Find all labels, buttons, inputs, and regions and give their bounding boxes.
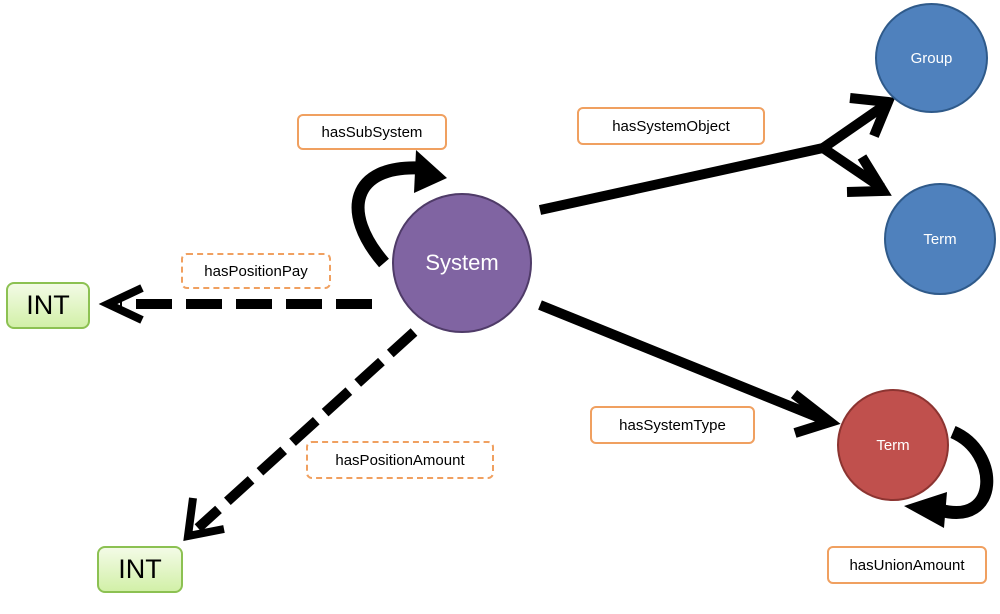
edge-has-union-amount bbox=[904, 426, 994, 528]
int-node-left-label: INT bbox=[26, 290, 70, 320]
term-node-red-label: Term bbox=[876, 436, 910, 454]
int-node-bottom-label: INT bbox=[118, 554, 162, 584]
has-system-type-label: hasSystemType bbox=[590, 406, 755, 444]
term-node-blue: Term bbox=[884, 183, 996, 295]
has-position-amount-label: hasPositionAmount bbox=[306, 441, 494, 479]
edge-has-system-object bbox=[538, 93, 896, 215]
has-sub-system-label: hasSubSystem bbox=[297, 114, 447, 150]
edge-has-position-amount bbox=[183, 328, 418, 541]
group-node-label: Group bbox=[910, 49, 953, 67]
int-node-bottom: INT bbox=[97, 546, 183, 593]
has-union-amount-label: hasUnionAmount bbox=[827, 546, 987, 584]
edge-has-sub-system bbox=[351, 150, 447, 268]
system-node-label: System bbox=[425, 250, 499, 275]
term-node-blue-label: Term bbox=[923, 230, 957, 248]
int-node-left: INT bbox=[6, 282, 90, 329]
edge-has-system-type bbox=[538, 300, 841, 438]
term-node-red: Term bbox=[837, 389, 949, 501]
system-node: System bbox=[392, 193, 532, 333]
edge-has-position-pay bbox=[98, 284, 372, 324]
has-position-pay-label: hasPositionPay bbox=[181, 253, 331, 289]
group-node: Group bbox=[875, 3, 988, 113]
has-system-object-label: hasSystemObject bbox=[577, 107, 765, 145]
